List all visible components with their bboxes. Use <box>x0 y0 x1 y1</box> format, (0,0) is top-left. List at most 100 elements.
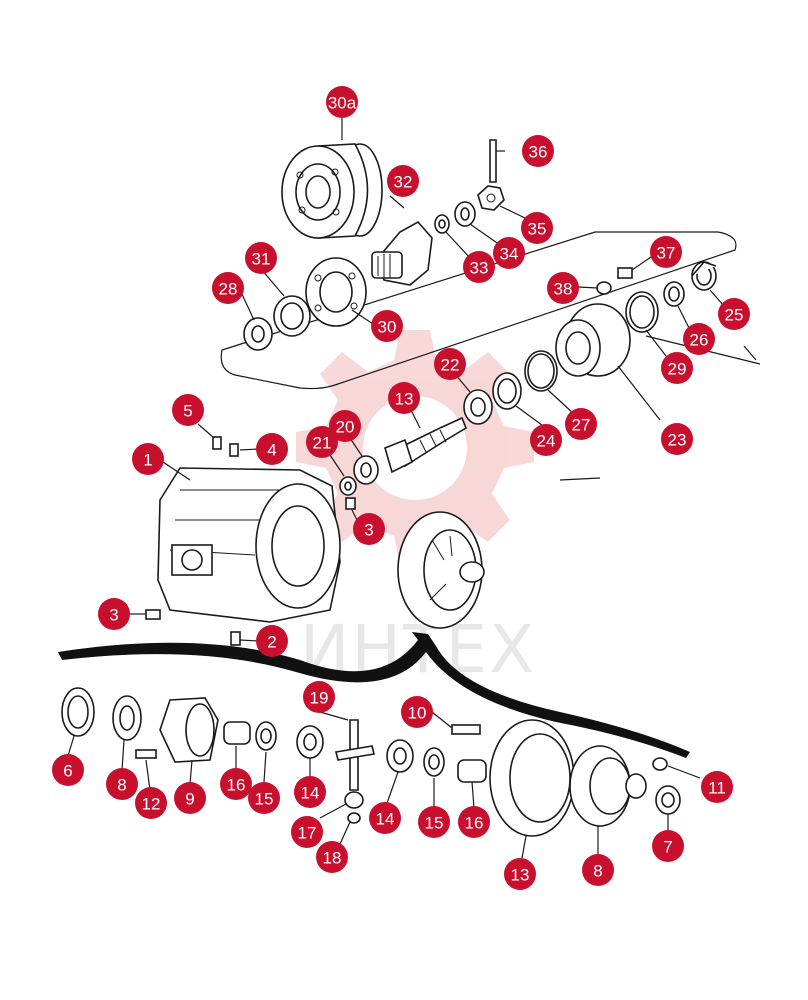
part-26-bearing-cone <box>663 281 685 307</box>
callout-number: 9 <box>185 790 194 809</box>
callout-number: 3 <box>109 606 118 625</box>
part-34-washer <box>454 201 476 227</box>
callout-7: 7 <box>652 830 684 862</box>
part-24-bearing-cup <box>492 372 522 410</box>
callout-number: 18 <box>323 849 342 868</box>
callout-number: 10 <box>408 704 427 723</box>
callout-15: 15 <box>248 782 280 814</box>
callout-circle <box>458 806 490 838</box>
callout-circle <box>303 681 335 713</box>
part-25-bearing-cup <box>691 261 717 291</box>
callout-36: 36 <box>522 135 554 167</box>
callout-circle <box>106 768 138 800</box>
callout-circle <box>294 776 326 808</box>
part-15-side-gear-washer-left <box>255 721 277 751</box>
callout-16: 16 <box>458 806 490 838</box>
callout-33: 33 <box>463 251 495 283</box>
callout-number: 28 <box>219 280 238 299</box>
callout-number: 26 <box>690 331 709 350</box>
callout-number: 35 <box>528 220 547 239</box>
callout-number: 24 <box>537 432 556 451</box>
callout-circle <box>388 382 420 414</box>
callout-9: 9 <box>174 782 206 814</box>
callout-8: 8 <box>582 854 614 886</box>
callout-number: 30 <box>378 318 397 337</box>
callout-3: 3 <box>98 598 130 630</box>
part-27-shim <box>524 350 558 392</box>
callout-circle <box>661 352 693 384</box>
callout-circle <box>582 854 614 886</box>
callout-26: 26 <box>683 323 715 355</box>
callout-circle <box>220 768 252 800</box>
callout-number: 8 <box>593 862 602 881</box>
part-23-pinion-cage <box>555 303 631 377</box>
callout-number: 33 <box>470 259 489 278</box>
callout-circle <box>401 696 433 728</box>
callout-21: 21 <box>306 426 338 458</box>
callout-30: 30 <box>371 310 403 342</box>
callout-4: 4 <box>256 433 288 465</box>
part-19-spider <box>335 719 375 791</box>
part-8-differential-case <box>569 745 647 827</box>
part-35-castle-nut <box>477 185 505 211</box>
callout-35: 35 <box>521 212 553 244</box>
callout-circle <box>683 323 715 355</box>
callout-number: 37 <box>657 244 676 263</box>
callout-number: 34 <box>500 245 519 264</box>
callout-circle <box>132 443 164 475</box>
part-7-bearing-cone <box>655 785 681 815</box>
callout-circle <box>135 787 167 819</box>
callout-37: 37 <box>650 236 682 268</box>
callout-circle <box>52 754 84 786</box>
callout-number: 29 <box>668 360 687 379</box>
leader-lines <box>67 118 761 859</box>
callout-number: 27 <box>572 416 591 435</box>
callout-number: 20 <box>336 418 355 437</box>
part-6-bearing-cup <box>61 687 95 737</box>
part-4-plug <box>229 443 239 457</box>
callout-number: 25 <box>725 306 744 325</box>
callout-number: 16 <box>465 814 484 833</box>
callout-32: 32 <box>387 165 419 197</box>
callout-17: 17 <box>291 816 323 848</box>
part-30-flange <box>305 257 367 327</box>
callout-number: 5 <box>183 402 192 421</box>
part-32-yoke-flange <box>371 220 433 286</box>
part-17-pinion-gear <box>344 791 364 809</box>
callout-circle <box>326 86 358 118</box>
callout-circle <box>418 806 450 838</box>
callout-number: 14 <box>376 810 395 829</box>
callout-circle <box>434 348 466 380</box>
callout-circle <box>530 424 562 456</box>
callout-number: 12 <box>142 795 161 814</box>
part-15-side-gear-washer-right <box>423 747 445 777</box>
callout-2: 2 <box>256 625 288 657</box>
callout-circle <box>522 135 554 167</box>
callout-number: 19 <box>310 689 329 708</box>
callout-circle <box>718 298 750 330</box>
part-36-cotter-pin <box>489 139 497 183</box>
callout-labels: 30a3632353433312830373825262922132021541… <box>52 86 750 890</box>
callout-circle <box>369 802 401 834</box>
part-16-thrust-washer-right <box>457 759 487 783</box>
callout-circle <box>256 433 288 465</box>
part-16-thrust-washer-left <box>223 721 251 745</box>
callout-circle <box>98 598 130 630</box>
part-11-nut <box>652 757 668 771</box>
part-14-pinion-gear-right <box>386 739 414 773</box>
callout-number: 16 <box>227 776 246 795</box>
callout-circle <box>521 212 553 244</box>
callout-number: 15 <box>255 790 274 809</box>
callout-15: 15 <box>418 806 450 838</box>
callout-14: 14 <box>294 776 326 808</box>
callout-number: 3 <box>364 521 373 540</box>
part-33-seal-ring <box>434 214 450 234</box>
callout-circle <box>172 394 204 426</box>
callout-circle <box>245 242 277 274</box>
callout-circle <box>504 858 536 890</box>
callout-number: 30a <box>328 94 357 113</box>
part-21-spacer <box>339 476 357 496</box>
callout-18: 18 <box>316 841 348 873</box>
callout-number: 31 <box>252 250 271 269</box>
